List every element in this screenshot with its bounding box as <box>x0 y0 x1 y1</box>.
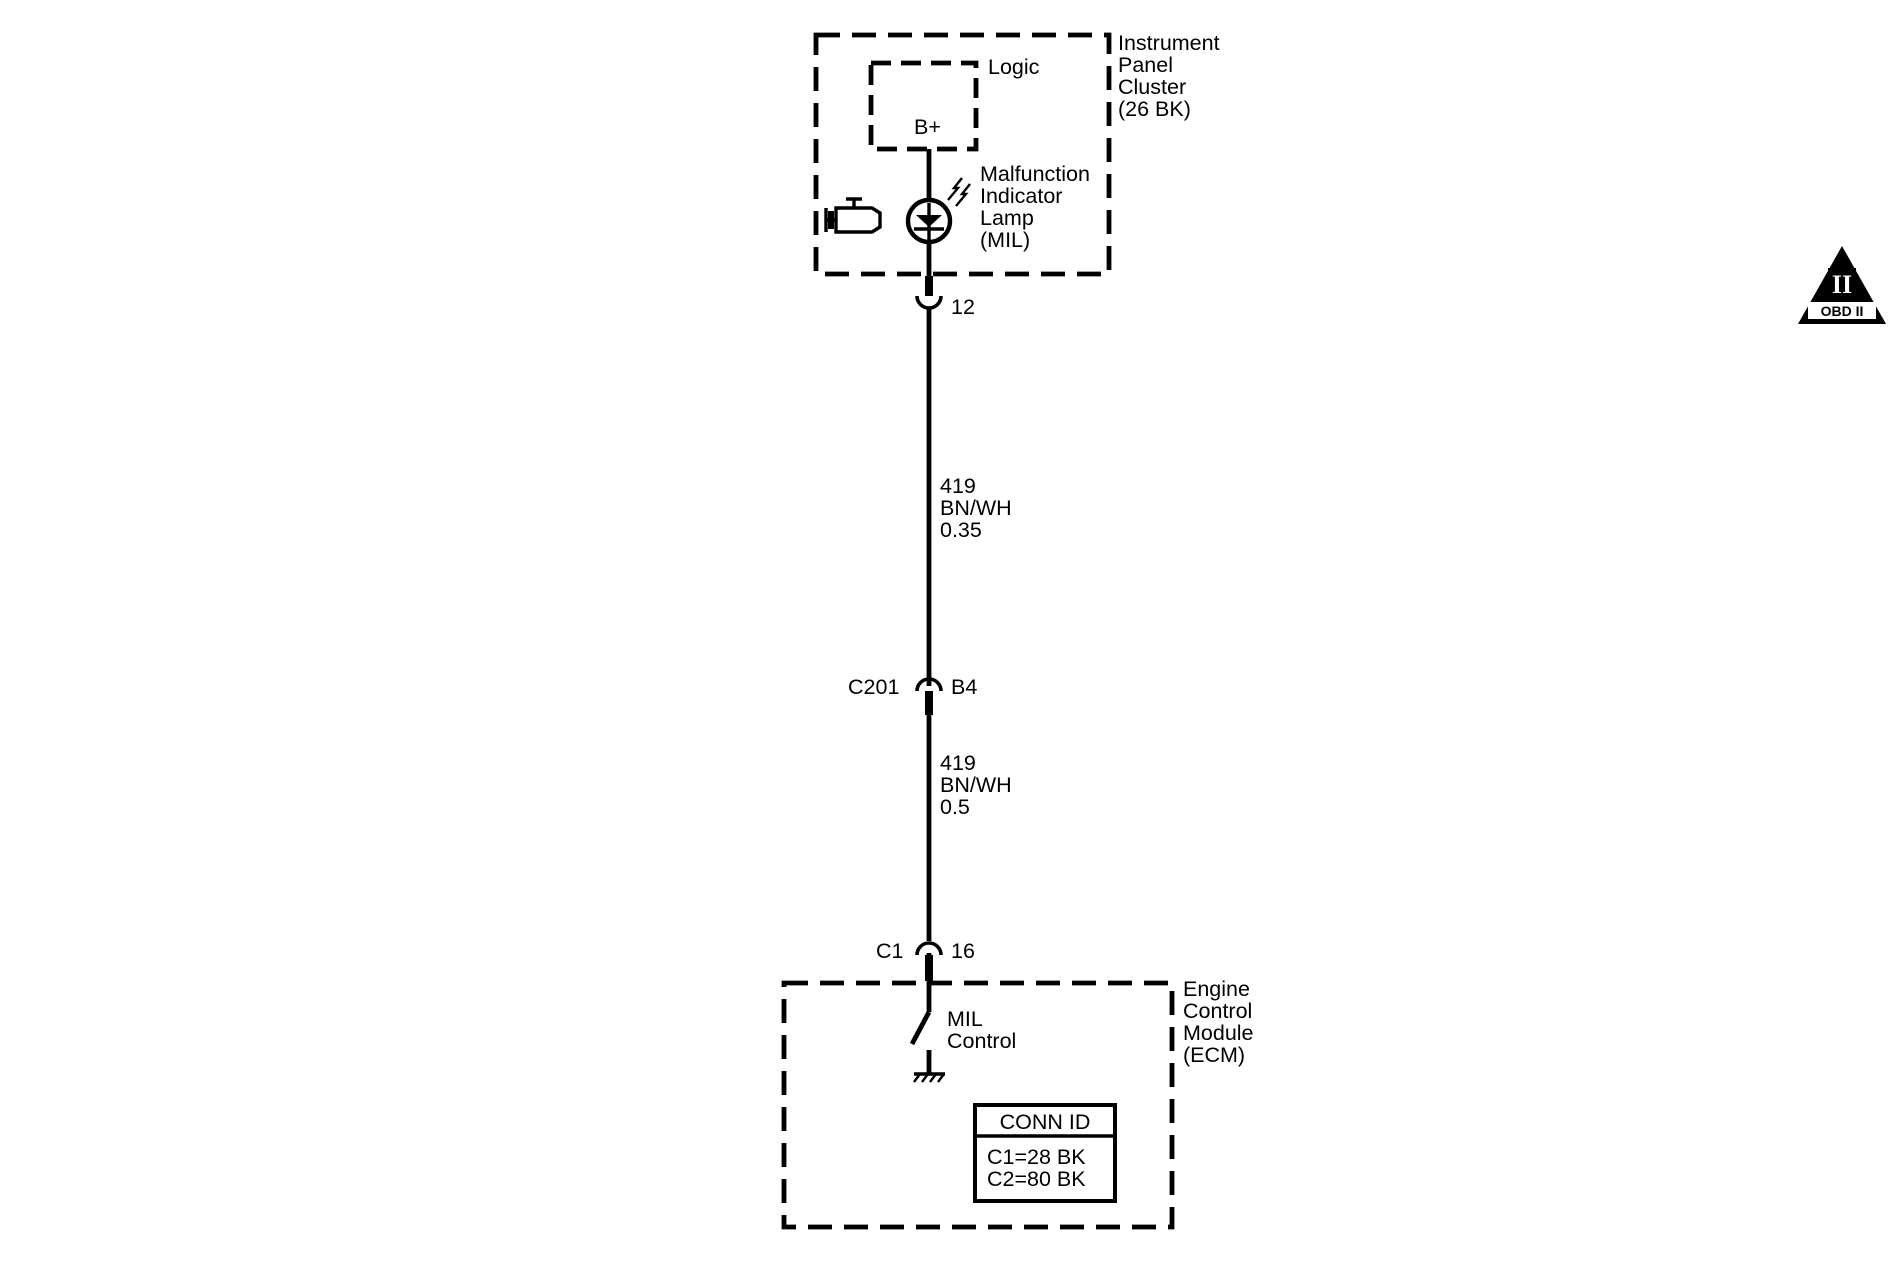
ecm-dashed-outline <box>781 980 1175 1230</box>
ground-icon <box>913 1073 945 1083</box>
wire-lower-label: 419 BN/WH 0.5 <box>940 751 1018 819</box>
obd-ii-badge-icon: II OBD II <box>1798 246 1886 324</box>
engine-control-module: Engine Control Module (ECM) MIL Control … <box>781 977 1260 1230</box>
mil-lamp-symbol <box>905 197 953 245</box>
ecm-c1-connector: C1 16 <box>876 939 975 981</box>
check-engine-icon <box>824 197 882 234</box>
ecm-connector-pin: 16 <box>951 939 975 963</box>
instrument-panel-cluster: Instrument Panel Cluster (26 BK) Logic B… <box>813 31 1226 277</box>
c201-connector: C201 B4 <box>848 675 977 715</box>
mil-control-switch <box>909 1010 945 1076</box>
logic-label: Logic <box>988 55 1040 79</box>
ipc-dashed-outline <box>813 32 1112 277</box>
conn-id-table: CONN ID C1=28 BK C2=80 BK <box>973 1103 1117 1203</box>
wire-upper-label: 419 BN/WH 0.35 <box>940 474 1018 542</box>
mil-control-label: MIL Control <box>947 1007 1016 1053</box>
conn-id-row: C2=80 BK <box>987 1167 1086 1191</box>
conn-id-title: CONN ID <box>1000 1110 1091 1134</box>
c201-connector-id: C201 <box>848 675 899 699</box>
obd-badge-roman: II <box>1832 270 1852 299</box>
lamp-light-rays-icon <box>947 177 971 207</box>
ecm-connector-id: C1 <box>876 939 903 963</box>
ipc-connector-pin: 12 <box>951 295 975 319</box>
mil-lamp-label: Malfunction Indicator Lamp (MIL) <box>980 162 1096 252</box>
ipc-name: Instrument Panel Cluster (26 BK) <box>1118 31 1226 121</box>
logic-dashed-outline <box>868 60 979 152</box>
bplus-label: B+ <box>914 115 941 139</box>
ipc-connector-12: 12 <box>915 276 975 319</box>
conn-id-row: C1=28 BK <box>987 1145 1086 1169</box>
ecm-name: Engine Control Module (ECM) <box>1183 977 1260 1067</box>
c201-connector-pin: B4 <box>951 675 977 699</box>
obd-badge-label: OBD II <box>1821 303 1864 319</box>
